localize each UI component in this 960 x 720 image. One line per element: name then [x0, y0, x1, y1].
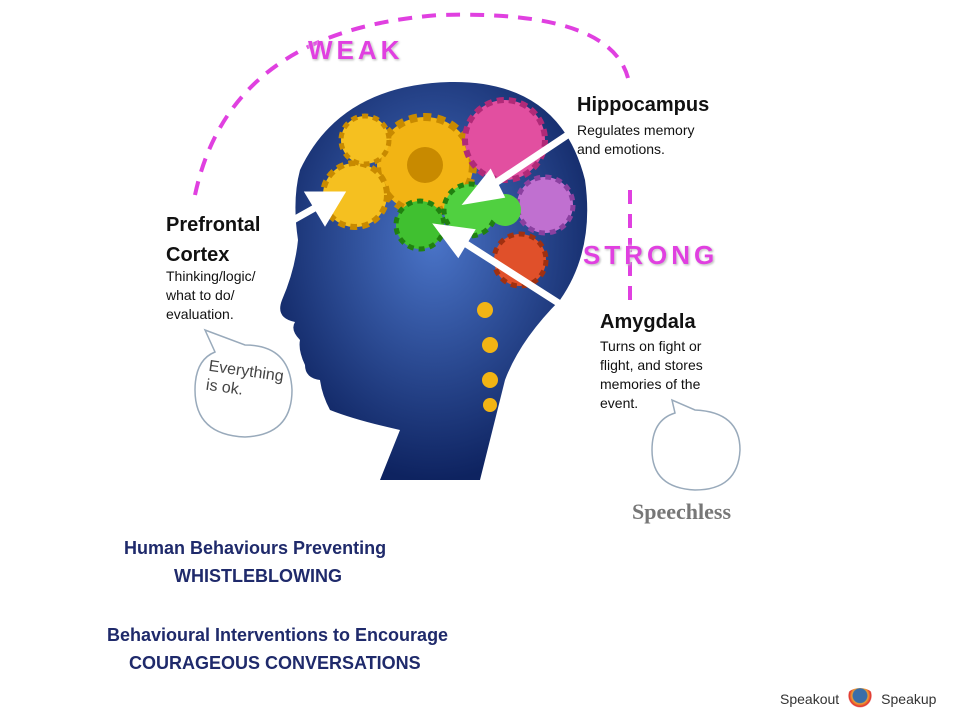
- bottom-line-2: WHISTLEBLOWING: [174, 566, 342, 586]
- weak-dashed-arc: [193, 12, 630, 196]
- bottom-line-4: COURAGEOUS CONVERSATIONS: [129, 653, 421, 673]
- logo-left-text: Speakout: [780, 691, 840, 707]
- prefrontal-desc: Thinking/logic/ what to do/ evaluation.: [166, 268, 256, 322]
- weak-label: WEAK: [308, 35, 404, 65]
- logo-right-text: Speakup: [881, 691, 937, 707]
- strong-label: STRONG: [583, 240, 719, 270]
- bottom-line-1: Human Behaviours Preventing: [124, 538, 387, 558]
- bottom-line-3: Behavioural Interventions to Encourage: [107, 625, 449, 645]
- speechless-caption: Speechless: [632, 499, 731, 524]
- arrows: [238, 127, 587, 323]
- hippocampus-title: Hippocampus: [577, 94, 710, 116]
- hippocampus-desc: Regulates memory and emotions.: [577, 122, 695, 157]
- left-speech-bubble: [194, 328, 293, 438]
- right-speech-bubble: [651, 398, 741, 491]
- speakout-speakup-logo: Speakout Speakup: [780, 688, 936, 710]
- amygdala-desc: Turns on fight or flight, and stores mem…: [600, 338, 703, 411]
- amygdala-title: Amygdala: [600, 311, 696, 333]
- globe-whistle-icon: [845, 688, 876, 710]
- prefrontal-title: Prefrontal Cortex: [166, 214, 261, 266]
